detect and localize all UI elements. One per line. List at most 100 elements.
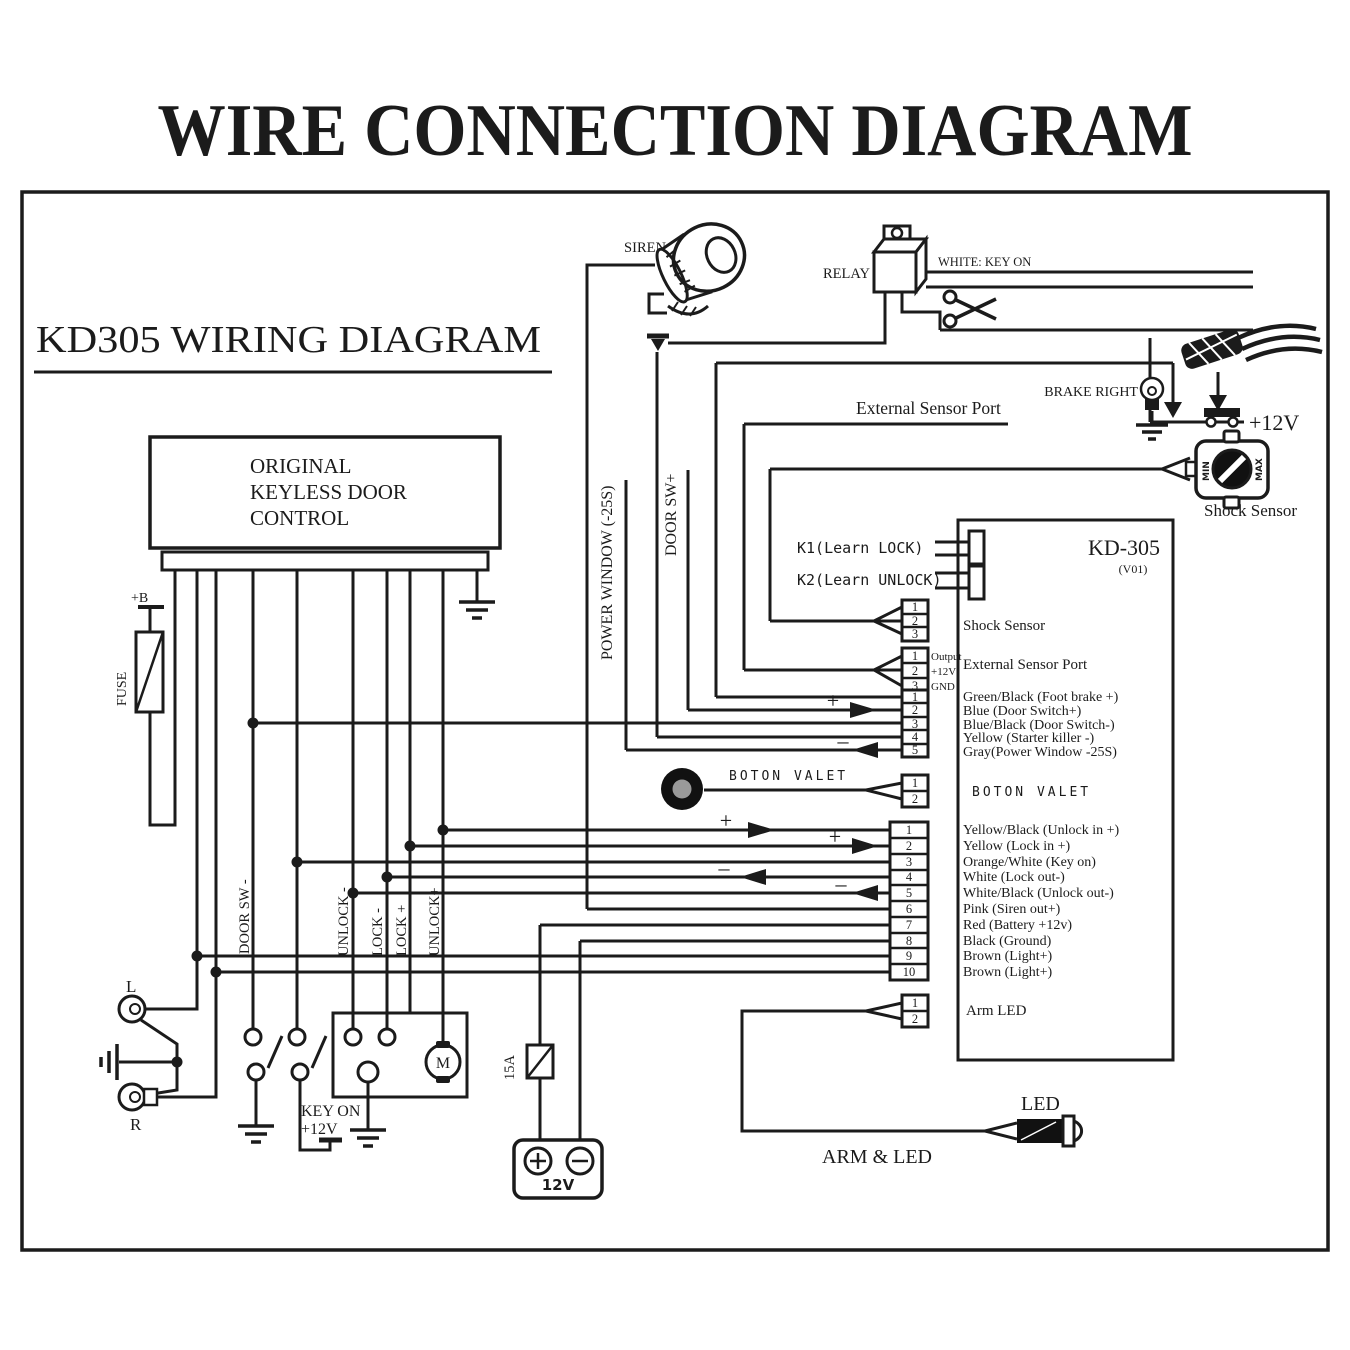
- wire-label: Pink (Siren out+): [963, 902, 1061, 917]
- keyless-control-box: [148, 435, 502, 550]
- arrow-left-icon: [852, 885, 878, 901]
- key-on-12v-label: +12V: [301, 1121, 338, 1138]
- keyless-control-label: ORIGINAL: [250, 454, 351, 478]
- arrow-right-icon: [850, 702, 877, 718]
- polarity-signs: + + + – – –: [718, 688, 850, 896]
- wire-relay-to-killer: [668, 292, 887, 345]
- battery-12v-label: 12V: [542, 1176, 575, 1194]
- junction-dot: [291, 856, 303, 868]
- lamp-left-icon: [117, 994, 147, 1024]
- key-on-switch-icon: [287, 1027, 328, 1082]
- shock-sensor-label: Shock Sensor: [1204, 501, 1297, 520]
- page-title: WIRE CONNECTION DIAGRAM: [158, 90, 1193, 172]
- junction-dot: [404, 840, 416, 852]
- wire-label: Yellow (Starter killer -): [963, 731, 1094, 746]
- wire-lamp-l: [145, 570, 199, 1011]
- pin-number: 3: [906, 855, 912, 869]
- diagram-border: [20, 190, 1330, 1252]
- relay-label: RELAY: [823, 266, 871, 282]
- valet-button-icon: [661, 768, 703, 810]
- pin-number: 3: [912, 717, 918, 731]
- pin-number: 4: [906, 870, 913, 884]
- switch-lever: [266, 1035, 284, 1069]
- shock-min-label: MIN: [1202, 461, 1212, 481]
- connector-divider: [890, 836, 928, 966]
- connector-divider: [902, 701, 928, 746]
- k2-connector: [967, 564, 986, 601]
- wire-shock-sensor: [768, 467, 1162, 621]
- motor-label: M: [436, 1055, 450, 1072]
- led-highlight: [1020, 1121, 1057, 1141]
- wire-external-sensor: [742, 422, 1008, 670]
- diagram-subtitle: KD305 WIRING DIAGRAM: [36, 319, 541, 361]
- plus-sign: +: [720, 808, 732, 833]
- k1-connector: [967, 529, 986, 566]
- plus-sign: +: [829, 824, 841, 849]
- siren-foot: [667, 304, 709, 316]
- lamp-filament: [129, 1091, 141, 1103]
- siren-bracket: [647, 292, 667, 315]
- pin-numbers: 1 2 3: [912, 600, 918, 641]
- lock-minus-label: LOCK -: [370, 908, 386, 956]
- wire-label: Brown (Light+): [963, 949, 1052, 964]
- wire-external-fan: [744, 654, 903, 688]
- wire-siren: [585, 263, 655, 909]
- rotated-wire-labels: POWER WINDOW (-25S) DOOR SW+ DOOR SW - U…: [237, 474, 680, 1080]
- brake-pedal-icon: [1181, 323, 1323, 369]
- siren-mouth: [655, 247, 689, 304]
- valet-button-inner: [672, 779, 692, 799]
- switch-contact: [243, 1027, 263, 1047]
- wire-key-on-source: [298, 1080, 332, 1152]
- external-port-connector: 1 2 3 Output +12V GND: [900, 646, 962, 695]
- key-on-label: KEY ON: [301, 1103, 361, 1120]
- pin-notes: Output +12V GND: [931, 651, 962, 693]
- lamp-l-label: L: [126, 977, 136, 996]
- led-label: LED: [1021, 1093, 1060, 1115]
- door-sw-minus-label: DOOR SW -: [237, 879, 253, 954]
- pin-number: 3: [912, 679, 918, 693]
- door-actuator: [331, 1011, 469, 1099]
- pin-number: 10: [903, 965, 916, 979]
- pin-number: 2: [912, 703, 918, 717]
- main-fuse: +B FUSE: [115, 591, 165, 714]
- pin-number: 6: [906, 902, 912, 916]
- ground-icon: [459, 600, 495, 620]
- relay-icon: [870, 224, 930, 297]
- scissors-icon: [942, 289, 997, 329]
- arm-led-port-label: Arm LED: [966, 1003, 1027, 1019]
- pin-number: 1: [912, 649, 918, 663]
- siren-hatch: [665, 248, 696, 293]
- actuator-contact: [356, 1060, 380, 1084]
- pin-number: 2: [912, 1012, 918, 1026]
- pin-number: 1: [906, 823, 912, 837]
- pedal-hatch: [1185, 333, 1238, 365]
- connector-body: [900, 688, 930, 759]
- arm-led-connector: 1 2: [900, 993, 930, 1029]
- pin-number: 8: [906, 934, 912, 948]
- brake-switch-terminal: [1205, 416, 1217, 428]
- harness10-labels: Yellow/Black (Unlock in +) Yellow (Lock …: [963, 823, 1120, 980]
- power-window-label: POWER WINDOW (-25S): [599, 486, 616, 661]
- actuator-contact: [343, 1027, 363, 1047]
- actuator-contact: [377, 1027, 397, 1047]
- wire-label: Orange/White (Key on): [963, 855, 1096, 870]
- pin-number: 2: [906, 839, 912, 853]
- shock-wire-arrow-icon: [1157, 456, 1191, 482]
- terminal-bars: [138, 333, 669, 1143]
- arrow-right-icon: [852, 838, 878, 854]
- shock-port-label: Shock Sensor: [963, 618, 1045, 634]
- valet-port-label: BOTON VALET: [972, 785, 1091, 800]
- arm-and-led-label: ARM & LED: [822, 1146, 932, 1168]
- scissors-handle: [942, 289, 958, 305]
- wire-relay-cut-lower: [900, 292, 1253, 332]
- siren-cone: [660, 232, 713, 302]
- ground-icon: [99, 1044, 119, 1080]
- shock-tab-top: [1222, 429, 1241, 444]
- fuse-diagonal: [134, 631, 165, 713]
- wire-k1-k2: [935, 540, 969, 590]
- wire-label: Green/Black (Foot brake +): [963, 690, 1119, 705]
- brake-light-icon: [1139, 376, 1165, 410]
